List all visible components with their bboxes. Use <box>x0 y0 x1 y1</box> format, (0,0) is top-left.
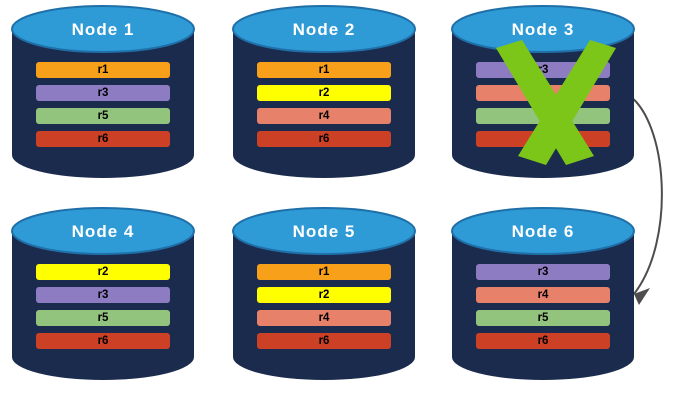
replica-chip[interactable]: r4 <box>476 85 610 101</box>
replica-chip[interactable]: r6 <box>257 131 391 147</box>
cylinder-top-ellipse <box>451 5 635 53</box>
failover-arrow-head <box>634 288 650 305</box>
replica-chip[interactable]: r1 <box>36 62 170 78</box>
replica-chip[interactable]: r6 <box>476 131 610 147</box>
replica-chip[interactable]: r6 <box>36 333 170 349</box>
replica-chip[interactable]: r1 <box>257 264 391 280</box>
replica-chip[interactable]: r2 <box>36 264 170 280</box>
replica-chip[interactable]: r6 <box>36 131 170 147</box>
replica-chip[interactable]: r6 <box>257 333 391 349</box>
replica-chip[interactable]: r3 <box>36 85 170 101</box>
replica-chip[interactable]: r5 <box>36 108 170 124</box>
replica-list: r3 r4 r5 r6 <box>476 62 610 154</box>
replica-chip[interactable]: r5 <box>476 108 610 124</box>
replica-list: r1 r2 r4 r6 <box>257 264 391 356</box>
replica-list: r3 r4 r5 r6 <box>476 264 610 356</box>
cylinder-top-ellipse <box>232 207 416 255</box>
replica-chip[interactable]: r3 <box>36 287 170 303</box>
replica-chip[interactable]: r6 <box>476 333 610 349</box>
replica-chip[interactable]: r4 <box>476 287 610 303</box>
replica-chip[interactable]: r2 <box>257 85 391 101</box>
replica-chip[interactable]: r1 <box>257 62 391 78</box>
cylinder-top-ellipse <box>11 207 195 255</box>
replica-chip[interactable]: r5 <box>36 310 170 326</box>
replica-chip[interactable]: r5 <box>476 310 610 326</box>
replica-chip[interactable]: r4 <box>257 310 391 326</box>
replica-list: r2 r3 r5 r6 <box>36 264 170 356</box>
replica-chip[interactable]: r4 <box>257 108 391 124</box>
cylinder-top-ellipse <box>451 207 635 255</box>
replica-chip[interactable]: r3 <box>476 62 610 78</box>
replica-list: r1 r2 r4 r6 <box>257 62 391 154</box>
replica-list: r1 r3 r5 r6 <box>36 62 170 154</box>
replica-chip[interactable]: r3 <box>476 264 610 280</box>
cylinder-top-ellipse <box>232 5 416 53</box>
cylinder-top-ellipse <box>11 5 195 53</box>
replica-chip[interactable]: r2 <box>257 287 391 303</box>
